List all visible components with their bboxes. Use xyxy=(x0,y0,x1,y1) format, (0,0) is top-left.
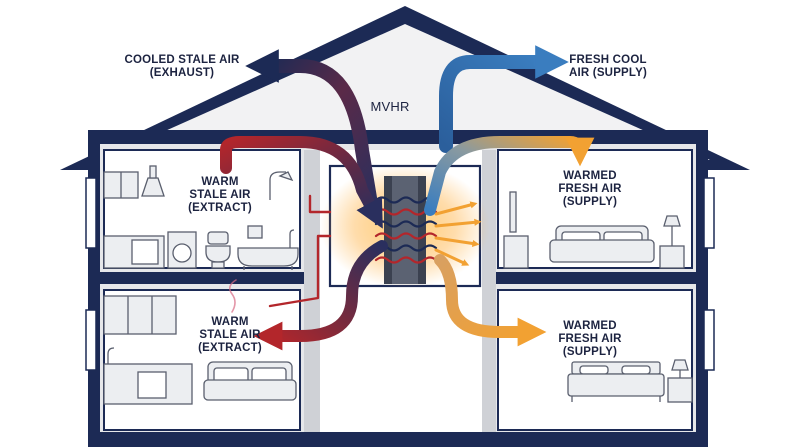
exhaust-label: COOLED STALE AIR (EXHAUST) xyxy=(124,54,240,79)
nightstand-icon xyxy=(667,359,693,403)
lower-right-room-fixtures xyxy=(567,359,693,403)
sofa-icon xyxy=(203,361,297,401)
exhaust-arrow xyxy=(245,49,379,217)
supply-upper-arrow xyxy=(424,136,595,216)
supply-lower-arrow xyxy=(434,254,547,347)
bed-icon xyxy=(567,361,665,402)
extract-upper-label: WARM STALE AIR (EXTRACT) xyxy=(188,176,252,214)
fresh-air-intake-label: FRESH COOL AIR (SUPPLY) xyxy=(568,54,647,79)
toilet-icon xyxy=(205,231,231,269)
roof xyxy=(60,6,750,170)
bathtub-icon xyxy=(237,229,299,270)
washing-machine-icon xyxy=(167,231,197,269)
mvhr-unit-label: MVHR xyxy=(370,99,410,114)
extract-upper-arrow xyxy=(220,136,383,229)
upper-right-room-fixtures xyxy=(503,191,685,269)
upper-left-room-fixtures xyxy=(103,165,299,270)
stove-icon xyxy=(131,239,159,265)
airflow-paths xyxy=(220,45,595,351)
extract-lower-arrow xyxy=(253,240,388,351)
supply-upper-label: WARMED FRESH AIR (SUPPLY) xyxy=(558,170,622,208)
lamp-icon xyxy=(659,215,685,269)
supply-lower-label: WARMED FRESH AIR (SUPPLY) xyxy=(558,320,622,358)
heat-exchanger-icon xyxy=(320,164,490,288)
range-hood-icon xyxy=(141,165,165,197)
side-windows xyxy=(85,177,715,371)
shower-icon xyxy=(247,171,294,239)
lower-left-room-fixtures xyxy=(103,295,297,405)
tv-icon xyxy=(503,191,529,269)
sofa-icon xyxy=(549,225,655,263)
fresh-air-intake-arrow xyxy=(439,55,547,153)
extract-lower-label: WARM STALE AIR (EXTRACT) xyxy=(198,316,262,354)
